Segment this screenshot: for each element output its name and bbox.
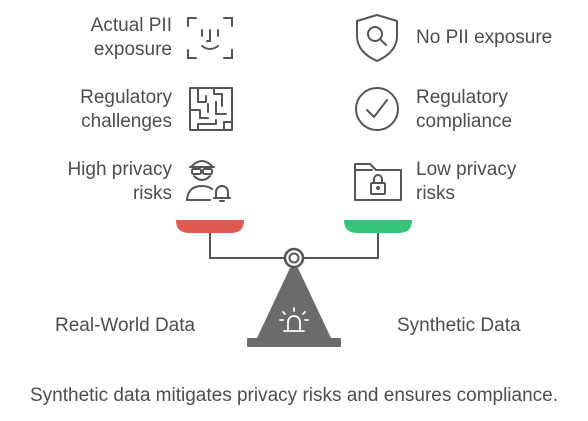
left-side-title: Real-World Data bbox=[55, 315, 196, 336]
pivot bbox=[283, 247, 305, 269]
shield-search-icon bbox=[356, 14, 398, 62]
diagram-caption: Synthetic data mitigates privacy risks a… bbox=[29, 385, 559, 406]
left-item-label-3: High privacy risks bbox=[67, 159, 172, 204]
right-item-label-3: Low privacy risks bbox=[416, 159, 517, 204]
face-scan-icon bbox=[187, 17, 233, 59]
left-pan bbox=[176, 220, 244, 233]
right-arm bbox=[304, 233, 379, 259]
right-side-title: Synthetic Data bbox=[397, 315, 521, 336]
locked-folder-icon bbox=[354, 163, 402, 201]
alarm-light-icon bbox=[279, 307, 309, 332]
left-item-label-2: Regulatory challenges bbox=[80, 87, 172, 132]
check-circle-icon bbox=[355, 87, 399, 131]
maze-icon bbox=[189, 87, 233, 131]
hacker-alarm-icon bbox=[186, 160, 231, 202]
right-pan bbox=[344, 220, 412, 233]
right-item-label-1: No PII exposure bbox=[416, 27, 553, 48]
left-item-label-1: Actual PII exposure bbox=[90, 15, 172, 60]
left-arm bbox=[209, 233, 284, 259]
right-item-label-2: Regulatory compliance bbox=[416, 87, 513, 132]
scale-base bbox=[247, 338, 341, 347]
scale-stand bbox=[257, 268, 331, 338]
